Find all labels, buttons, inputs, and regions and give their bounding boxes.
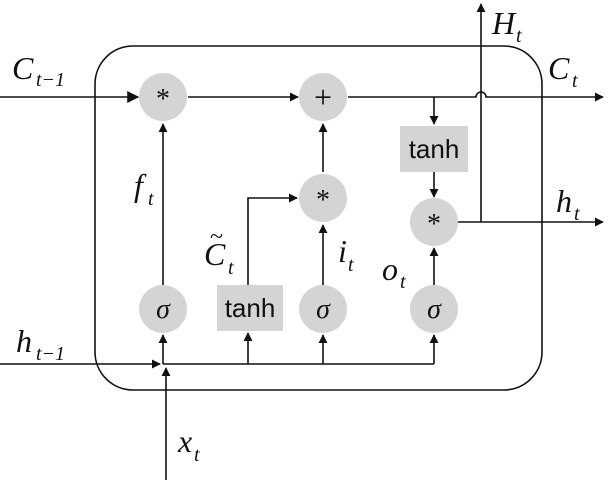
svg-text:t: t xyxy=(228,257,234,279)
svg-text:*: * xyxy=(316,185,330,216)
label-o-t: o t xyxy=(382,251,406,293)
svg-text:+: + xyxy=(314,79,332,115)
svg-text:C: C xyxy=(548,50,570,86)
svg-text:t: t xyxy=(572,70,578,92)
label-C-t: C t xyxy=(548,50,578,92)
svg-text:tanh: tanh xyxy=(409,134,460,164)
svg-text:t: t xyxy=(148,188,154,210)
svg-text:h: h xyxy=(556,183,572,219)
label-c-tilde: C ~ t xyxy=(204,224,234,279)
label-i-t: i t xyxy=(338,233,354,276)
label-h-t: h t xyxy=(556,183,580,225)
label-x-t: x t xyxy=(177,423,200,466)
label-h-prev: h t−1 xyxy=(16,323,65,365)
svg-text:o: o xyxy=(382,251,398,287)
wire-candidate-to-mult xyxy=(247,193,298,285)
svg-text:σ: σ xyxy=(156,294,171,325)
label-c-prev: C t−1 xyxy=(12,50,65,91)
sigma-output-node: σ xyxy=(410,285,458,333)
add-node: + xyxy=(299,73,347,121)
svg-text:t: t xyxy=(516,25,522,47)
svg-text:t: t xyxy=(574,203,580,225)
svg-text:t: t xyxy=(348,254,354,276)
forget-multiply-node: * xyxy=(139,73,187,121)
svg-text:x: x xyxy=(177,423,192,459)
svg-text:C: C xyxy=(204,236,226,272)
svg-text:tanh: tanh xyxy=(225,293,276,323)
tanh-candidate-box: tanh xyxy=(217,285,283,331)
svg-text:t−1: t−1 xyxy=(36,343,65,365)
label-H-t: H t xyxy=(491,5,522,47)
svg-text:~: ~ xyxy=(210,224,223,250)
svg-text:t: t xyxy=(194,444,200,466)
svg-text:i: i xyxy=(338,233,347,269)
svg-text:H: H xyxy=(491,5,517,41)
wire-c-out xyxy=(348,91,604,102)
svg-text:t−1: t−1 xyxy=(36,69,65,91)
svg-text:t: t xyxy=(400,271,406,293)
sigma-input-node: σ xyxy=(299,285,347,333)
svg-text:*: * xyxy=(427,209,441,240)
svg-text:h: h xyxy=(16,323,32,359)
cell-boundary xyxy=(94,45,543,391)
svg-text:σ: σ xyxy=(427,294,442,325)
svg-text:*: * xyxy=(156,84,170,115)
svg-text:f: f xyxy=(134,167,147,203)
label-f-t: f t xyxy=(134,167,154,210)
input-multiply-node: * xyxy=(299,174,347,222)
output-multiply-node: * xyxy=(410,198,458,246)
sigma-forget-node: σ xyxy=(139,285,187,333)
svg-text:σ: σ xyxy=(316,294,331,325)
tanh-cell-box: tanh xyxy=(400,126,468,172)
svg-text:C: C xyxy=(12,50,34,86)
